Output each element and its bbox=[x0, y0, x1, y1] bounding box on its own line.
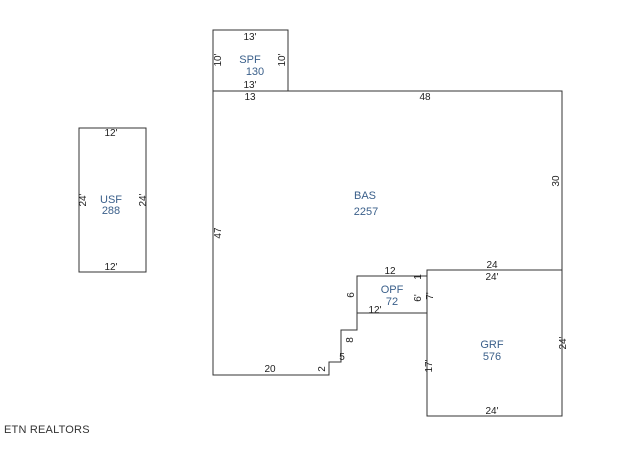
grf-label: GRF bbox=[480, 339, 504, 351]
usf-dim-top: 12' bbox=[104, 128, 117, 139]
bas-outline bbox=[212, 90, 563, 376]
spf-area: 130 bbox=[246, 66, 264, 78]
bas-dim-top: 48 bbox=[419, 92, 431, 103]
brand-watermark: ETN REALTORS bbox=[4, 424, 90, 436]
opf-dim-bottom: 12' bbox=[368, 305, 381, 316]
opf-dim-right: 6' bbox=[413, 294, 424, 302]
grf-outline bbox=[426, 269, 563, 417]
bas-dim-bottom: 20 bbox=[264, 364, 276, 375]
bas-dim-left: 47 bbox=[213, 227, 224, 239]
usf-label: USF bbox=[100, 194, 122, 206]
bas-dim-step-5: 5 bbox=[339, 352, 345, 363]
opf-area: 72 bbox=[386, 296, 398, 308]
spf-label: SPF bbox=[239, 54, 261, 66]
opf-label: OPF bbox=[381, 284, 404, 296]
spf-dim-bottom: 13' bbox=[243, 80, 256, 91]
grf-dim-top: 24' bbox=[485, 272, 498, 283]
opf-dim-left: 6 bbox=[346, 292, 357, 298]
bas-dim-step-8: 8 bbox=[345, 337, 356, 343]
grf-dim-7: 7' bbox=[425, 292, 436, 300]
grf-dim-top-plain: 24 bbox=[486, 260, 498, 271]
spf-dim-left: 10' bbox=[213, 53, 224, 66]
bas-dim-right: 30 bbox=[551, 175, 562, 187]
grf-dim-left: 17' bbox=[424, 359, 435, 372]
usf-outline bbox=[78, 127, 147, 273]
spf-dim-right: 10' bbox=[277, 53, 288, 66]
opf-dim-top: 12 bbox=[384, 266, 396, 277]
bas-dim-step-2: 2 bbox=[317, 366, 328, 372]
usf-area: 288 bbox=[102, 205, 120, 217]
grf-dim-bottom: 24' bbox=[485, 406, 498, 417]
bas-dim-top-left: 13 bbox=[244, 92, 256, 103]
grf-dim-right: 24' bbox=[558, 336, 569, 349]
usf-dim-left: 24' bbox=[78, 193, 89, 206]
bas-area: 2257 bbox=[354, 206, 378, 218]
usf-dim-right: 24' bbox=[138, 193, 149, 206]
grf-dim-1: 1 bbox=[413, 274, 424, 280]
grf-area: 576 bbox=[483, 351, 501, 363]
spf-dim-top: 13' bbox=[243, 32, 256, 43]
usf-dim-bottom: 12' bbox=[104, 262, 117, 273]
bas-label: BAS bbox=[354, 190, 376, 202]
